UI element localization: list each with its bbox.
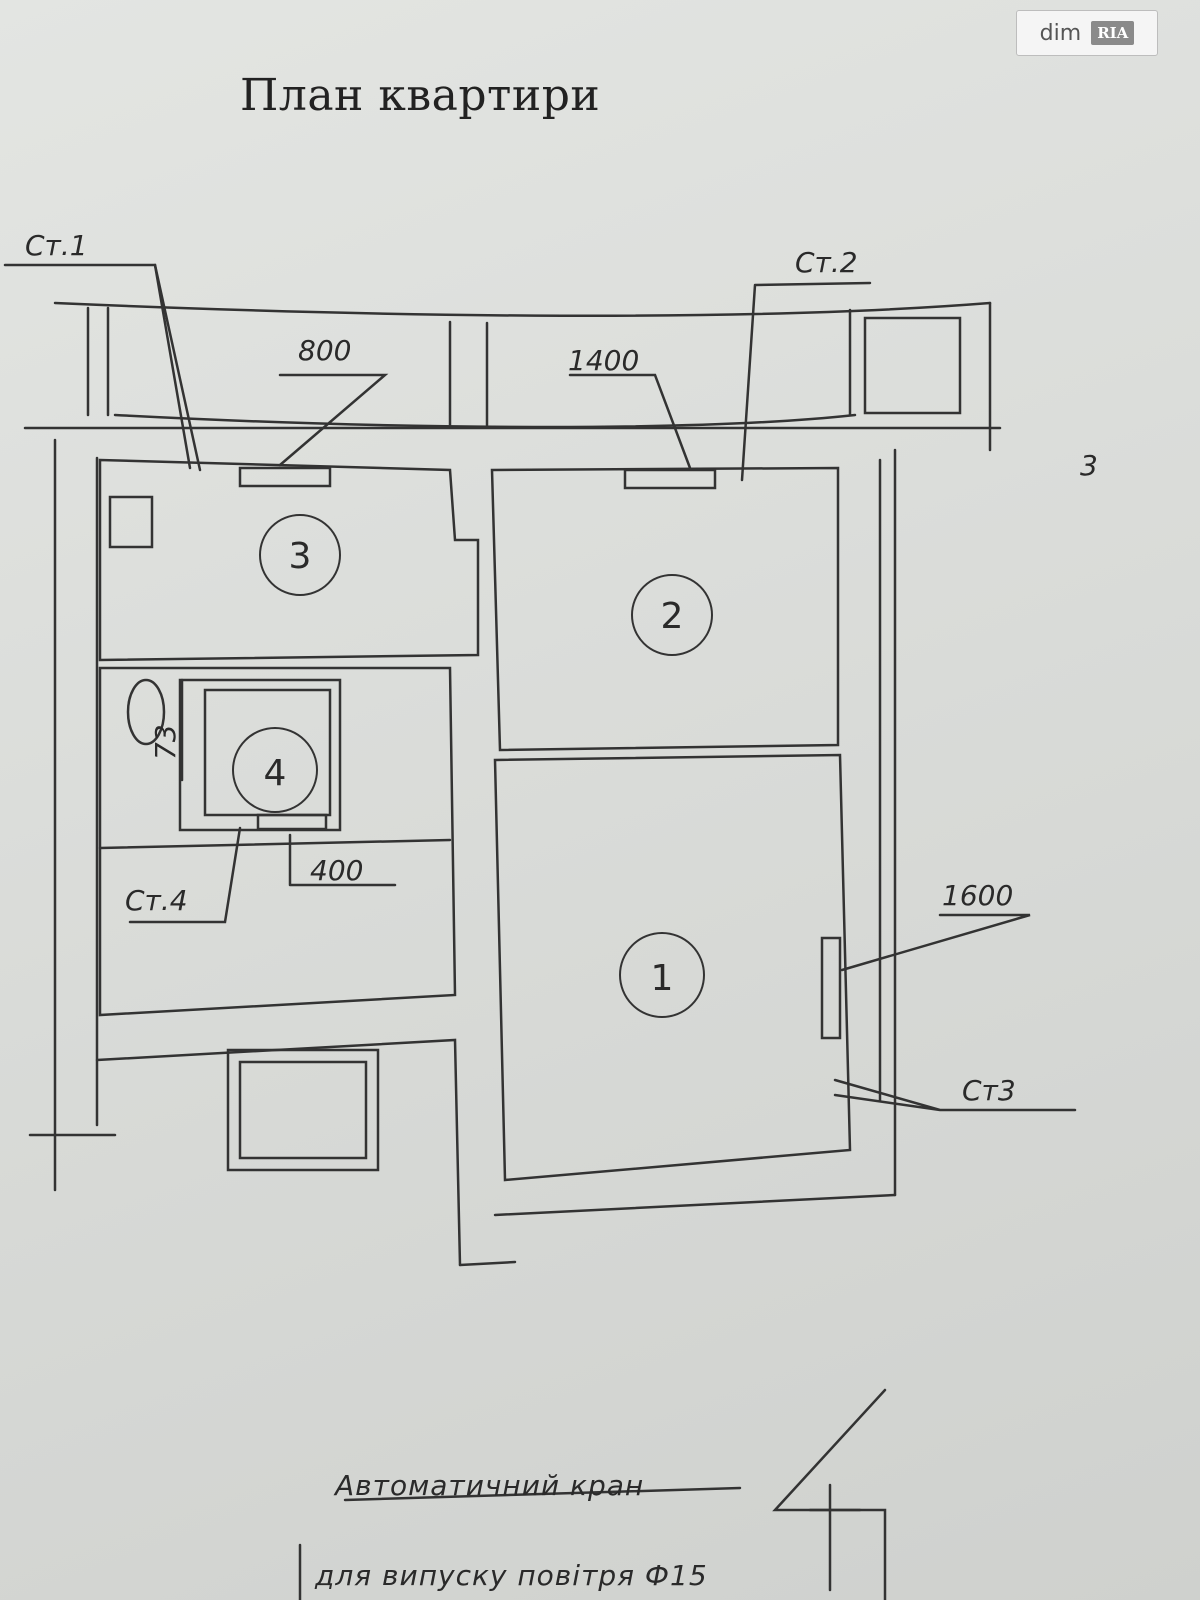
dim-73: 73 — [149, 724, 182, 760]
outer-wall-right — [878, 448, 897, 1197]
balcony-left-wall — [86, 306, 110, 417]
balcony-right-wall — [848, 301, 992, 452]
dim-400: 400 — [310, 854, 363, 887]
leader-1400 — [568, 373, 692, 470]
leader-st4 — [128, 826, 242, 924]
room-2-circle — [631, 574, 713, 656]
dim-1400: 1400 — [568, 344, 639, 377]
room-3-number: 3 — [289, 536, 312, 577]
bath-inner — [203, 688, 332, 817]
room-2-outline — [490, 466, 840, 752]
label-st1: Ст.1 — [25, 229, 88, 262]
kitchen-outline — [98, 458, 480, 662]
room-1-circle — [619, 932, 705, 1018]
radiator-room-2 — [623, 468, 717, 490]
balcony-box — [863, 316, 962, 415]
storage-box — [226, 1048, 380, 1172]
leader-800 — [278, 373, 389, 467]
leader-st1 — [3, 263, 202, 472]
note-line-1: Автоматичний кран — [333, 1469, 644, 1502]
watermark-ria: RIA — [1091, 21, 1135, 45]
stove-icon — [108, 495, 154, 549]
bathroom-outline — [98, 666, 457, 1017]
label-st2: Ст.2 — [795, 246, 858, 279]
radiator-kitchen — [238, 466, 332, 488]
room-1-number: 1 — [651, 958, 674, 999]
bathroom-partition — [98, 838, 452, 850]
label-st4: Ст.4 — [125, 884, 188, 917]
outer-wall-left — [53, 438, 99, 1192]
leader-st3 — [833, 1078, 1077, 1112]
leader-1600 — [840, 913, 1031, 972]
room-1-outline — [493, 753, 852, 1182]
room-2-number: 2 — [661, 596, 684, 637]
leader-st1-b — [153, 263, 192, 470]
toilet-icon — [126, 678, 166, 746]
balcony-outer-line — [53, 301, 992, 318]
note-underline — [298, 1486, 742, 1600]
dim-1600: 1600 — [942, 879, 1013, 912]
radiator-bathroom — [256, 813, 328, 831]
leader-400 — [288, 833, 397, 887]
plan-title: План квартири — [240, 70, 601, 121]
watermark-stamp: dim RIA — [1016, 10, 1158, 56]
room-4-circle — [232, 727, 318, 813]
outer-wall-bottom-left — [95, 1038, 462, 1267]
room-4-number: 4 — [264, 753, 287, 794]
radiator-room-1 — [820, 936, 842, 1040]
bath-block — [178, 678, 342, 832]
room-3-circle — [259, 514, 341, 596]
air-valve-cross — [808, 1483, 862, 1592]
storage-box-inner — [238, 1060, 368, 1160]
watermark-dim: dim — [1039, 20, 1082, 46]
label-st3: Ст3 — [962, 1074, 1016, 1107]
leader-st2 — [740, 281, 872, 482]
dim-800: 800 — [298, 334, 351, 367]
outer-wall-bottom-right — [493, 1193, 897, 1217]
balcony-partition — [448, 320, 489, 427]
side-mark-3: 3 — [1080, 449, 1098, 482]
note-line-2: для випуску повітря Ф15 — [314, 1559, 708, 1592]
balcony-inner-line — [113, 413, 857, 429]
section-marks — [28, 1133, 517, 1267]
